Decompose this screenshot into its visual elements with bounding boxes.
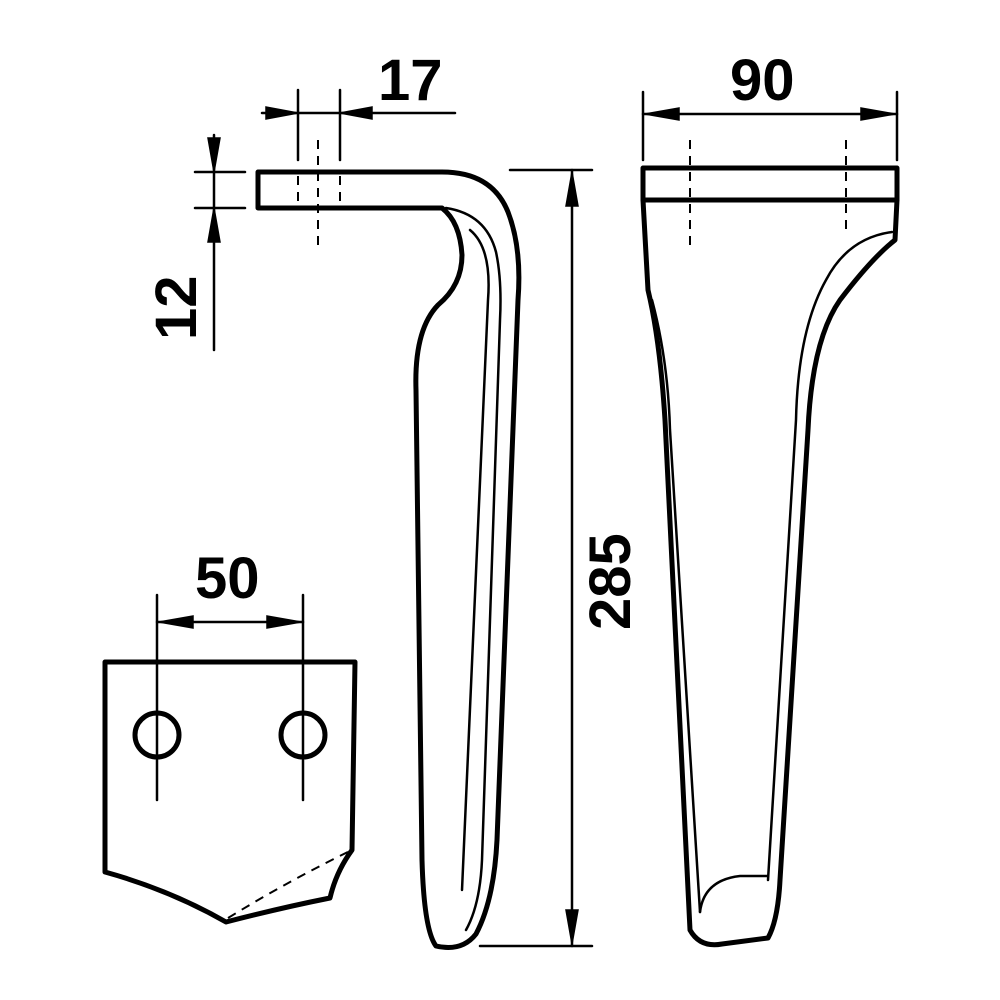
side-view-groove-outer: [444, 206, 502, 932]
dimension-285: 285: [478, 168, 643, 948]
side-view-flange: [255, 169, 522, 950]
dimension-17: 17: [260, 48, 457, 162]
front-view-inner-left: [650, 298, 702, 914]
front-view-blade: [640, 197, 900, 948]
dim-90-arrow-left: [644, 107, 680, 121]
dimension-label-90: 90: [730, 48, 795, 113]
front-view: [640, 140, 900, 948]
dim-17-arrow-right: [339, 106, 373, 120]
dimension-50: 50: [155, 546, 305, 629]
front-view-tip-curve: [698, 874, 770, 914]
flange-plan-outline: [102, 659, 358, 925]
dimension-label-285: 285: [578, 533, 643, 630]
dim-285-arrow-bottom: [565, 909, 579, 945]
front-view-flange: [640, 165, 900, 203]
dimension-label-50: 50: [195, 546, 260, 611]
dimension-label-17: 17: [378, 48, 443, 113]
dimension-label-12: 12: [144, 275, 209, 340]
flange-plan-bevel-line: [227, 849, 353, 919]
flange-plan-view: [102, 593, 358, 925]
dim-12-arrow-top: [207, 137, 221, 173]
front-view-inner-right: [766, 230, 894, 882]
dim-17-arrow-left: [265, 106, 299, 120]
side-view-groove-inner: [460, 228, 490, 892]
side-view: [255, 140, 522, 950]
dim-50-arrow-right: [266, 615, 302, 629]
dim-90-arrow-right: [860, 107, 896, 121]
dim-285-arrow-top: [565, 171, 579, 207]
dimension-90: 90: [641, 48, 899, 162]
dim-12-arrow-bottom: [207, 207, 221, 243]
dimension-12: 12: [144, 133, 247, 352]
dim-50-arrow-left: [158, 615, 194, 629]
